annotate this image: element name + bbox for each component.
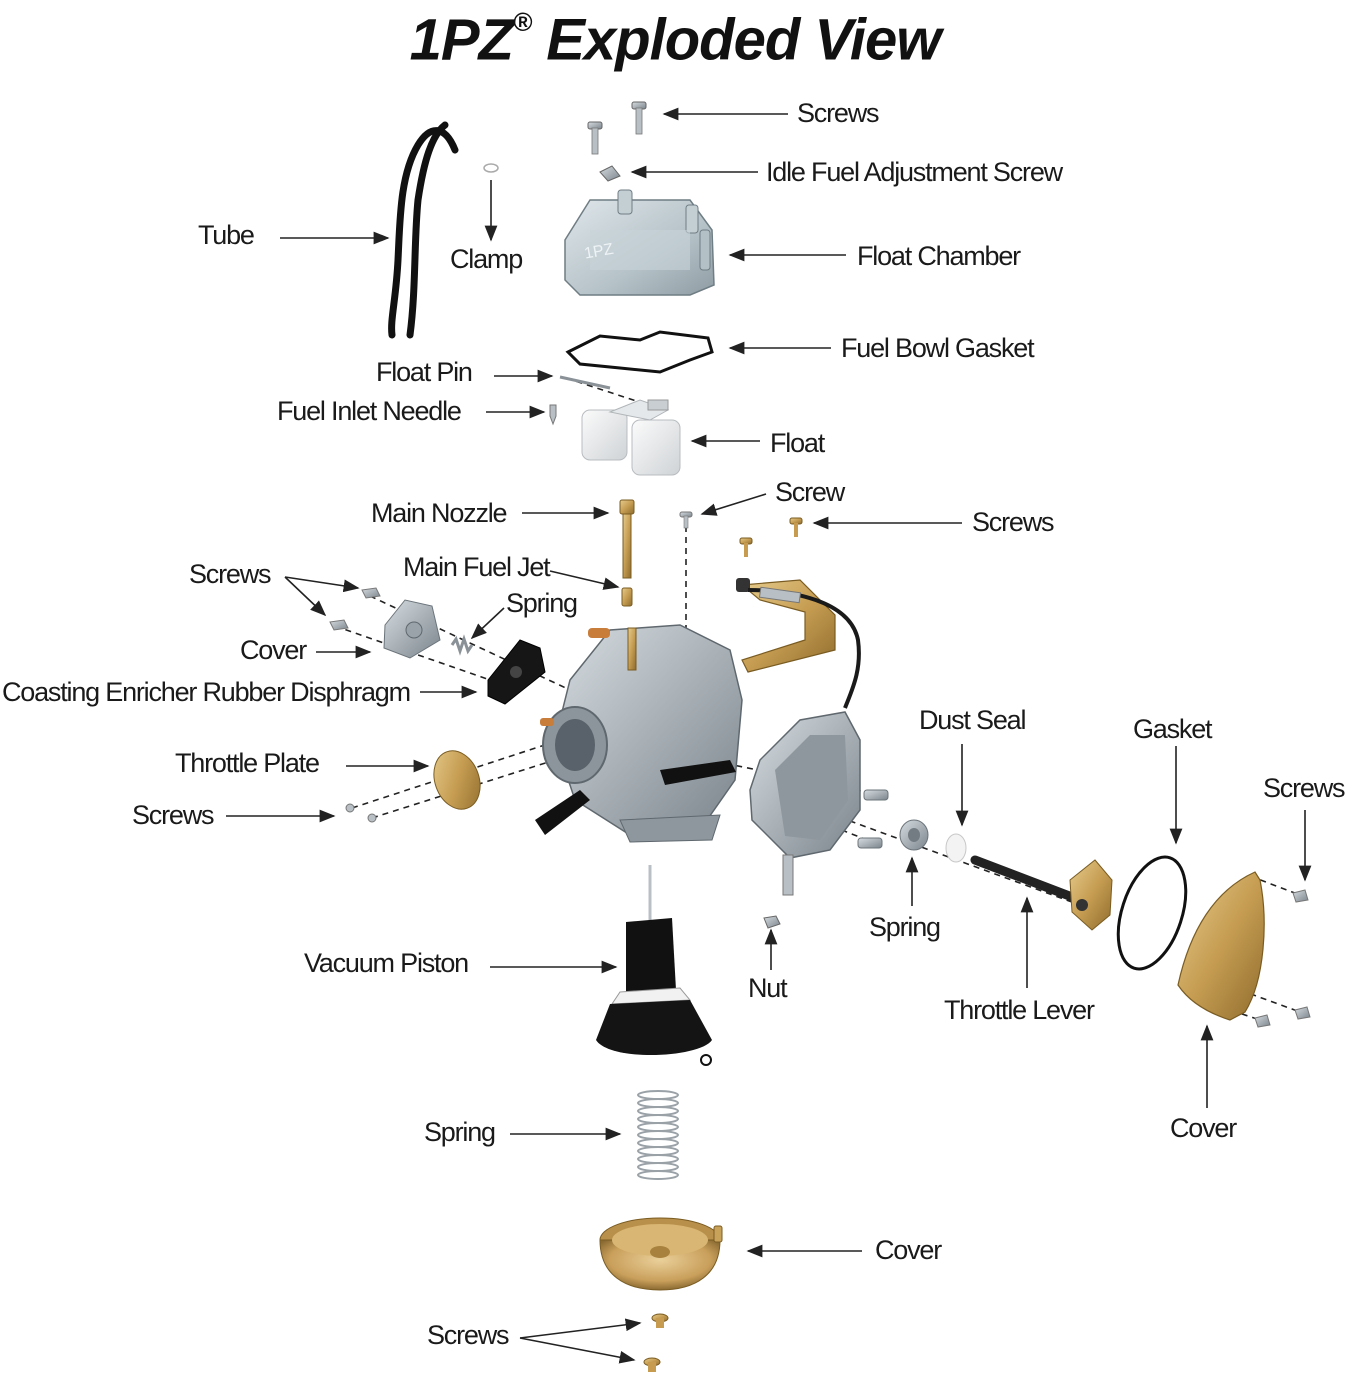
label-screws-right: Screws xyxy=(1263,773,1346,803)
label-throttle-lever: Throttle Lever xyxy=(944,995,1095,1025)
cable-bracket-icon xyxy=(736,578,861,709)
label-screws-bottom: Screws xyxy=(427,1320,510,1350)
float-icon xyxy=(581,399,681,476)
label-spring-enricher: Spring xyxy=(506,588,578,618)
label-throttle-plate: Throttle Plate xyxy=(175,748,320,778)
label-spring-bottom: Spring xyxy=(424,1117,496,1147)
float-pin-icon xyxy=(559,375,611,390)
label-gasket: Gasket xyxy=(1133,714,1213,744)
screws-left-icon xyxy=(329,587,381,631)
title-text: Exploded View xyxy=(531,7,941,73)
title-registered-mark: ® xyxy=(512,7,532,37)
label-idle-fuel-adjustment-screw: Idle Fuel Adjustment Screw xyxy=(766,157,1063,187)
cover-bottom-icon xyxy=(599,1217,723,1291)
carburetor-body-icon xyxy=(535,624,743,843)
screws-right-icon xyxy=(1254,889,1311,1028)
label-fuel-bowl-gasket: Fuel Bowl Gasket xyxy=(841,333,1035,363)
screws-top-icon xyxy=(587,101,647,155)
screws-bottom-icon xyxy=(643,1313,669,1372)
throttle-plate-icon xyxy=(433,750,481,810)
label-float-chamber: Float Chamber xyxy=(857,241,1021,271)
alignment-lines xyxy=(334,377,1301,1021)
throttle-lever-icon xyxy=(970,855,1113,931)
spring-throttle-icon xyxy=(899,819,929,851)
spring-enricher-icon xyxy=(450,634,474,656)
label-float: Float xyxy=(770,428,825,458)
label-spring-throttle: Spring xyxy=(869,912,941,942)
label-screw-single: Screw xyxy=(775,477,845,507)
label-screws-top: Screws xyxy=(797,98,880,128)
label-main-nozzle: Main Nozzle xyxy=(371,498,508,528)
label-main-fuel-jet: Main Fuel Jet xyxy=(403,552,551,582)
cover-left-icon xyxy=(383,599,441,659)
clamp-icon xyxy=(483,163,499,173)
nut-icon xyxy=(763,915,781,929)
label-screws-throttle: Screws xyxy=(132,800,215,830)
label-screws-left: Screws xyxy=(189,559,272,589)
screw-single-icon xyxy=(679,511,693,529)
vacuum-piston-icon xyxy=(596,865,712,1066)
screws-bracket-icon xyxy=(739,517,803,557)
float-chamber-marking: 1PZ xyxy=(583,241,615,263)
label-cover-right: Cover xyxy=(1170,1113,1237,1143)
label-cover-bottom: Cover xyxy=(875,1235,942,1265)
gasket-ring-icon xyxy=(1116,855,1188,971)
label-clamp: Clamp xyxy=(450,244,523,274)
leader-arrows xyxy=(226,107,1312,1364)
float-chamber-icon: 1PZ xyxy=(564,189,715,296)
fuel-bowl-gasket-icon xyxy=(565,330,714,374)
main-fuel-jet-icon xyxy=(621,587,633,607)
label-coasting-enricher: Coasting Enricher Rubber Disphragm xyxy=(2,677,411,707)
throttle-housing-icon xyxy=(749,711,889,896)
screws-throttle-icon xyxy=(345,803,377,823)
label-float-pin: Float Pin xyxy=(376,357,473,387)
cover-right-icon xyxy=(1177,871,1265,1021)
coasting-enricher-diaphragm-icon xyxy=(487,639,546,705)
tube-icon xyxy=(388,121,459,339)
label-screws-bracket: Screws xyxy=(972,507,1055,537)
label-nut: Nut xyxy=(748,973,788,1003)
label-cover-left: Cover xyxy=(240,635,307,665)
main-nozzle-icon xyxy=(619,499,635,579)
page-title: 1PZ® Exploded View xyxy=(0,0,1350,70)
title-brand: 1PZ xyxy=(409,7,514,73)
label-vacuum-piston: Vacuum Piston xyxy=(304,948,469,978)
fuel-inlet-needle-icon xyxy=(549,404,557,426)
label-tube: Tube xyxy=(198,220,255,250)
label-fuel-inlet-needle: Fuel Inlet Needle xyxy=(277,396,462,426)
dust-seal-icon xyxy=(945,833,967,863)
label-dust-seal: Dust Seal xyxy=(919,705,1026,735)
idle-adjustment-screw-icon xyxy=(599,165,621,182)
spring-bottom-icon xyxy=(637,1090,679,1180)
